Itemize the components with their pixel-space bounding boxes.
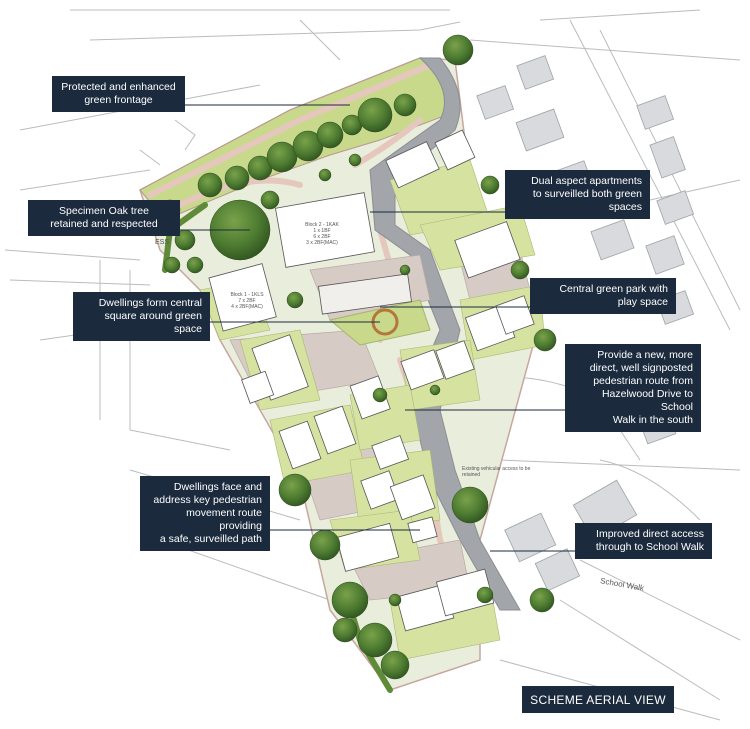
callout-line: direct, well signposted [589,362,693,374]
block2-label: Block 2 - 1KAK 1 x 1BF 6 x 2BF 3 x 2BF(M… [292,222,352,246]
callout-line: spaces [608,201,642,213]
leader-lines [180,104,575,552]
callout-line: retained and respected [50,218,158,230]
block2-line: 3 x 2BF(MAC) [306,240,338,246]
callout-line: Provide a new, more [597,349,693,361]
callout-green-frontage: Protected and enhanced green frontage [52,76,185,112]
callout-line: Hazelwood Drive to School [601,388,693,413]
callout-green-park: Central green park with play space [530,278,676,314]
callout-line: to surveilled both green [532,188,642,200]
callout-line: Dual aspect apartments [531,175,642,187]
callout-line: Protected and enhanced [61,81,176,93]
callout-line: Dwellings face and [173,481,262,493]
callout-line: movement route providing [186,507,262,532]
callout-line: green frontage [84,94,153,106]
callout-line: Improved direct access [596,528,704,540]
callout-dual-aspect: Dual aspect apartments to surveilled bot… [505,170,650,219]
block2-line: 1 x 1BF [313,228,331,234]
callout-line: play space [617,296,668,308]
block1-label: Block 1 - 1KLS 7 x 2BF 4 x 2BF(MAC) [222,292,272,310]
callout-central-square: Dwellings form central square around gre… [73,292,210,341]
block1-line: 7 x 2BF [238,298,256,304]
callout-line: Walk in the south [612,414,693,426]
callout-line: square around green space [104,310,203,335]
scheme-title: SCHEME AERIAL VIEW [522,686,674,713]
callout-school-access: Improved direct access through to School… [575,523,712,559]
callout-oak-tree: Specimen Oak tree retained and respected [28,200,180,236]
block2-line: 6 x 2BF [313,234,331,240]
callout-line: Specimen Oak tree [59,205,149,217]
callout-line: through to School Walk [595,541,704,553]
callout-line: Central green park with [559,283,668,295]
block1-line: Block 1 - 1KLS [230,292,264,298]
main-road [369,57,521,611]
block2-line: Block 2 - 1KAK [305,222,339,228]
buildings [208,129,535,632]
callout-line: a safe, surveilled path [159,533,262,545]
callout-line: Dwellings form central [98,297,202,309]
block1-line: 4 x 2BF(MAC) [231,304,263,310]
callout-line: pedestrian route from [593,375,693,387]
ess-label: ESS [155,239,170,246]
existing-access-label: Existing vehicular access to be retained [462,466,531,478]
callout-line: address key pedestrian [153,494,262,506]
trees [159,34,557,680]
callout-pedestrian-route: Provide a new, more direct, well signpos… [565,344,701,432]
callout-dwellings-face: Dwellings face and address key pedestria… [140,476,270,551]
